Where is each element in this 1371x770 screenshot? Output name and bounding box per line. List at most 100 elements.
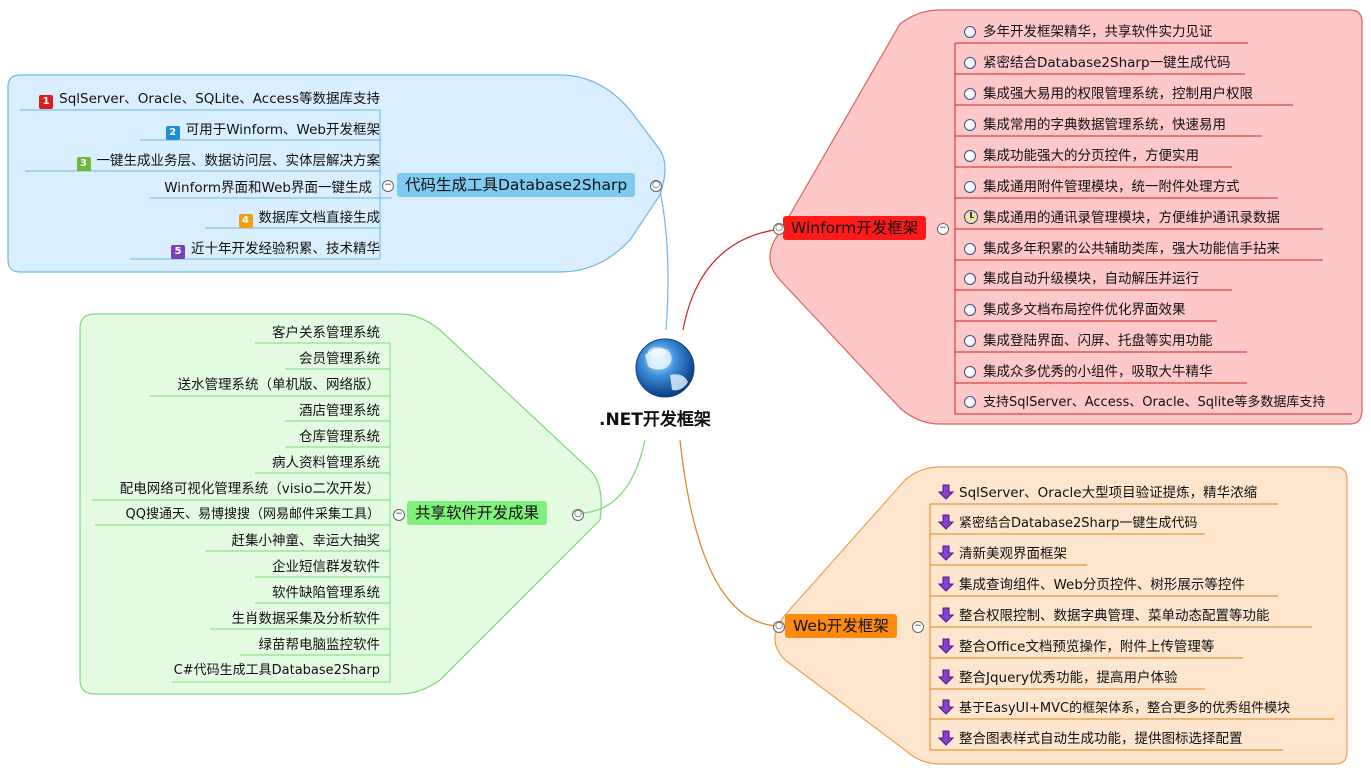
collapse-toggle-codegen-right[interactable]: ○ — [650, 180, 662, 192]
winform-item[interactable]: 集成自动升级模块，自动解压并运行 — [964, 270, 1199, 288]
collapse-toggle-winform-left[interactable]: ○ — [773, 223, 785, 235]
winform-item[interactable]: 集成功能强大的分页控件，方便实用 — [964, 147, 1199, 165]
codegen-item-text: 可用于Winform、Web开发框架 — [185, 122, 380, 138]
shared-item[interactable]: 生肖数据采集及分析软件 — [231, 611, 381, 627]
topic-codegen[interactable]: 代码生成工具Database2Sharp — [397, 173, 636, 197]
shared-balloon — [79, 313, 602, 695]
web-item[interactable]: 整合Office文档预览操作，附件上传管理等 — [938, 638, 1214, 656]
task-circle-icon — [964, 26, 976, 38]
task-circle-icon — [964, 396, 976, 408]
codegen-item-text: 一键生成业务层、数据访问层、实体层解决方案 — [96, 153, 381, 169]
winform-item[interactable]: 集成多年积累的公共辅助类库，强大功能信手拈来 — [964, 240, 1280, 258]
arrow-down-icon — [938, 484, 954, 500]
web-item[interactable]: 集成查询组件、Web分页控件、树形展示等控件 — [938, 576, 1245, 594]
task-circle-icon — [964, 243, 976, 255]
collapse-toggle-shared[interactable]: − — [393, 509, 405, 521]
shared-item[interactable]: 送水管理系统（单机版、网络版） — [177, 377, 381, 393]
codegen-balloon — [7, 74, 666, 273]
arrow-down-icon — [938, 514, 954, 530]
shared-item[interactable]: 仓库管理系统 — [299, 429, 380, 445]
winform-item[interactable]: 支持SqlServer、Access、Oracle、Sqlite等多数据库支持 — [964, 394, 1325, 412]
winform-item[interactable]: 集成登陆界面、闪屏、托盘等实用功能 — [964, 332, 1213, 350]
task-circle-icon — [964, 273, 976, 285]
winform-item-text: 集成通用的通讯录管理模块，方便维护通讯录数据 — [983, 210, 1280, 226]
arrow-down-icon — [938, 638, 954, 654]
winform-item-text: 集成常用的字典数据管理系统，快速易用 — [983, 117, 1226, 133]
task-circle-icon — [964, 57, 976, 69]
web-item-text: 集成查询组件、Web分页控件、树形展示等控件 — [959, 577, 1245, 593]
web-balloon — [774, 466, 1348, 765]
web-item-text: SqlServer、Oracle大型项目验证提炼，精华浓缩 — [959, 485, 1258, 501]
winform-item-text: 集成功能强大的分页控件，方便实用 — [983, 148, 1199, 164]
shared-item[interactable]: 会员管理系统 — [299, 351, 380, 367]
topic-winform[interactable]: Winform开发框架 — [783, 216, 927, 240]
winform-item[interactable]: 集成常用的字典数据管理系统，快速易用 — [964, 116, 1226, 134]
web-item-text: 基于EasyUI+MVC的框架体系，整合更多的优秀组件模块 — [959, 701, 1291, 716]
shared-item[interactable]: 配电网络可视化管理系统（visio二次开发） — [119, 481, 380, 497]
arrow-down-icon — [938, 669, 954, 685]
task-circle-icon — [964, 181, 976, 193]
codegen-item-text: SqlServer、Oracle、SQLite、Access等数据库支持 — [59, 91, 380, 107]
winform-item[interactable]: 集成通用的通讯录管理模块，方便维护通讯录数据 — [964, 209, 1280, 227]
winform-item-text: 集成自动升级模块，自动解压并运行 — [983, 271, 1199, 287]
topic-web[interactable]: Web开发框架 — [785, 614, 897, 638]
shared-item[interactable]: C#代码生成工具Database2Sharp — [173, 663, 380, 678]
collapse-toggle-codegen[interactable]: − — [382, 180, 394, 192]
task-circle-icon — [964, 88, 976, 100]
root-title[interactable]: .NET开发框架 — [599, 410, 711, 430]
shared-item[interactable]: 客户关系管理系统 — [272, 325, 380, 341]
task-circle-icon — [964, 304, 976, 316]
winform-item[interactable]: 紧密结合Database2Sharp一键生成代码 — [964, 54, 1231, 72]
winform-item-text: 紧密结合Database2Sharp一键生成代码 — [983, 55, 1231, 71]
winform-item[interactable]: 集成通用附件管理模块，统一附件处理方式 — [964, 178, 1240, 196]
web-item-text: 紧密结合Database2Sharp一键生成代码 — [959, 516, 1198, 531]
collapse-toggle-web-left[interactable]: ○ — [773, 621, 785, 633]
arrow-down-icon — [938, 730, 954, 746]
web-item[interactable]: SqlServer、Oracle大型项目验证提炼，精华浓缩 — [938, 484, 1257, 502]
priority-5-icon: 5 — [171, 245, 185, 259]
arrow-down-icon — [938, 545, 954, 561]
collapse-toggle-web[interactable]: − — [912, 621, 924, 633]
shared-item[interactable]: 企业短信群发软件 — [272, 559, 380, 575]
winform-item[interactable]: 多年开发框架精华，共享软件实力见证 — [964, 23, 1213, 41]
task-circle-icon — [964, 335, 976, 347]
task-circle-icon — [964, 150, 976, 162]
codegen-item-3[interactable]: 3 一键生成业务层、数据访问层、实体层解决方案 — [76, 152, 381, 171]
web-item-text: 清新美观界面框架 — [959, 546, 1067, 562]
priority-3-icon: 3 — [76, 157, 91, 171]
winform-item-text: 多年开发框架精华，共享软件实力见证 — [983, 24, 1213, 40]
web-item[interactable]: 整合图表样式自动生成功能，提供图标选择配置 — [938, 730, 1243, 748]
collapse-toggle-shared-right[interactable]: ○ — [572, 509, 584, 521]
shared-item[interactable]: 软件缺陷管理系统 — [272, 585, 380, 601]
winform-item-text: 集成登陆界面、闪屏、托盘等实用功能 — [983, 333, 1213, 349]
winform-item[interactable]: 集成强大易用的权限管理系统，控制用户权限 — [964, 85, 1253, 103]
winform-item-text: 集成强大易用的权限管理系统，控制用户权限 — [983, 86, 1253, 102]
web-item[interactable]: 清新美观界面框架 — [938, 545, 1067, 563]
web-item-text: 整合权限控制、数据字典管理、菜单动态配置等功能 — [959, 608, 1270, 624]
shared-item[interactable]: 赶集小神童、幸运大抽奖 — [231, 533, 381, 549]
winform-item[interactable]: 集成多文档布局控件优化界面效果 — [964, 301, 1186, 319]
web-item[interactable]: 基于EasyUI+MVC的框架体系，整合更多的优秀组件模块 — [938, 699, 1290, 718]
arrow-down-icon — [938, 607, 954, 623]
shared-item[interactable]: QQ搜通天、易博搜搜（网易邮件采集工具） — [125, 507, 380, 522]
winform-item-text: 支持SqlServer、Access、Oracle、Sqlite等多数据库支持 — [983, 395, 1326, 410]
codegen-item-2[interactable]: 2 可用于Winform、Web开发框架 — [165, 121, 380, 140]
collapse-toggle-winform[interactable]: − — [937, 223, 949, 235]
shared-item[interactable]: 绿苗帮电脑监控软件 — [258, 637, 381, 653]
codegen-item-text: Winform界面和Web界面一键生成 — [164, 180, 372, 196]
shared-item[interactable]: 病人资料管理系统 — [272, 455, 380, 471]
web-item[interactable]: 整合Jquery优秀功能，提高用户体验 — [938, 669, 1177, 687]
web-item[interactable]: 紧密结合Database2Sharp一键生成代码 — [938, 514, 1197, 533]
winform-item[interactable]: 集成众多优秀的小组件，吸取大牛精华 — [964, 363, 1213, 381]
codegen-item-4[interactable]: Winform界面和Web界面一键生成 — [164, 179, 372, 197]
priority-2-icon: 2 — [165, 126, 180, 140]
clock-icon — [964, 210, 978, 224]
shared-item[interactable]: 酒店管理系统 — [299, 403, 380, 419]
web-item[interactable]: 整合权限控制、数据字典管理、菜单动态配置等功能 — [938, 607, 1270, 625]
web-item-text: 整合Jquery优秀功能，提高用户体验 — [959, 670, 1178, 686]
winform-item-text: 集成多年积累的公共辅助类库，强大功能信手拈来 — [983, 241, 1280, 257]
topic-shared[interactable]: 共享软件开发成果 — [407, 501, 548, 525]
